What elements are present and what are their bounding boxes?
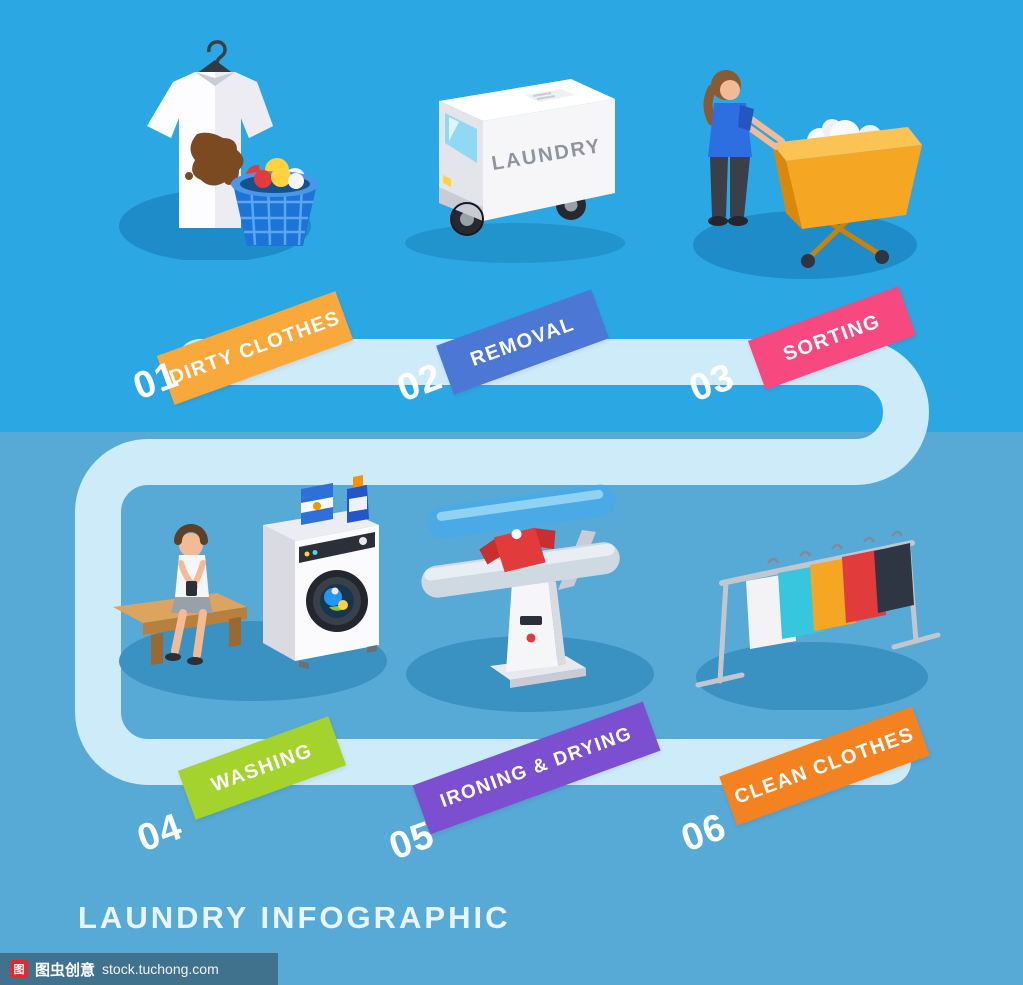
laundry-van-icon: LAUNDRY — [439, 79, 615, 236]
woman-figure — [703, 70, 785, 226]
detergent-bottle-icon — [347, 475, 369, 523]
phone — [186, 581, 197, 596]
laundry-basket-icon — [231, 158, 319, 246]
laundry-van-illustration: LAUNDRY — [405, 79, 625, 263]
red-garment — [842, 549, 886, 623]
press-top-handle — [427, 484, 617, 539]
sitting-person-figure — [165, 524, 213, 665]
watermark: 图 图虫创意 stock.tuchong.com — [0, 953, 278, 985]
page-title: LAUNDRY INFOGRAPHIC — [78, 900, 511, 935]
tuchong-logo-icon: 图 — [10, 960, 28, 978]
stain — [190, 132, 244, 186]
ironing-illustration — [406, 484, 654, 712]
clothes-rack-icon — [695, 530, 941, 688]
laundry-cart-icon — [772, 119, 922, 268]
platform-ellipse — [693, 211, 917, 279]
watermark-site: stock.tuchong.com — [102, 961, 219, 977]
watermark-brand: 图虫创意 — [35, 961, 96, 979]
red-shirt-icon — [479, 527, 556, 573]
navy-garment — [874, 543, 914, 613]
washing-machine-icon — [263, 511, 379, 669]
platform-ellipse — [696, 642, 928, 710]
headlight — [443, 175, 451, 187]
stained-shirt-icon — [147, 72, 273, 228]
clean-clothes-illustration — [695, 530, 941, 710]
hanger-hook-icon — [207, 40, 227, 65]
sorting-illustration — [693, 70, 922, 279]
washing-illustration — [113, 475, 387, 701]
ironing-press-icon — [421, 484, 620, 688]
dirty-clothes-illustration — [119, 40, 319, 260]
detergent-box-icon — [301, 483, 333, 525]
van-shadow — [405, 223, 625, 263]
